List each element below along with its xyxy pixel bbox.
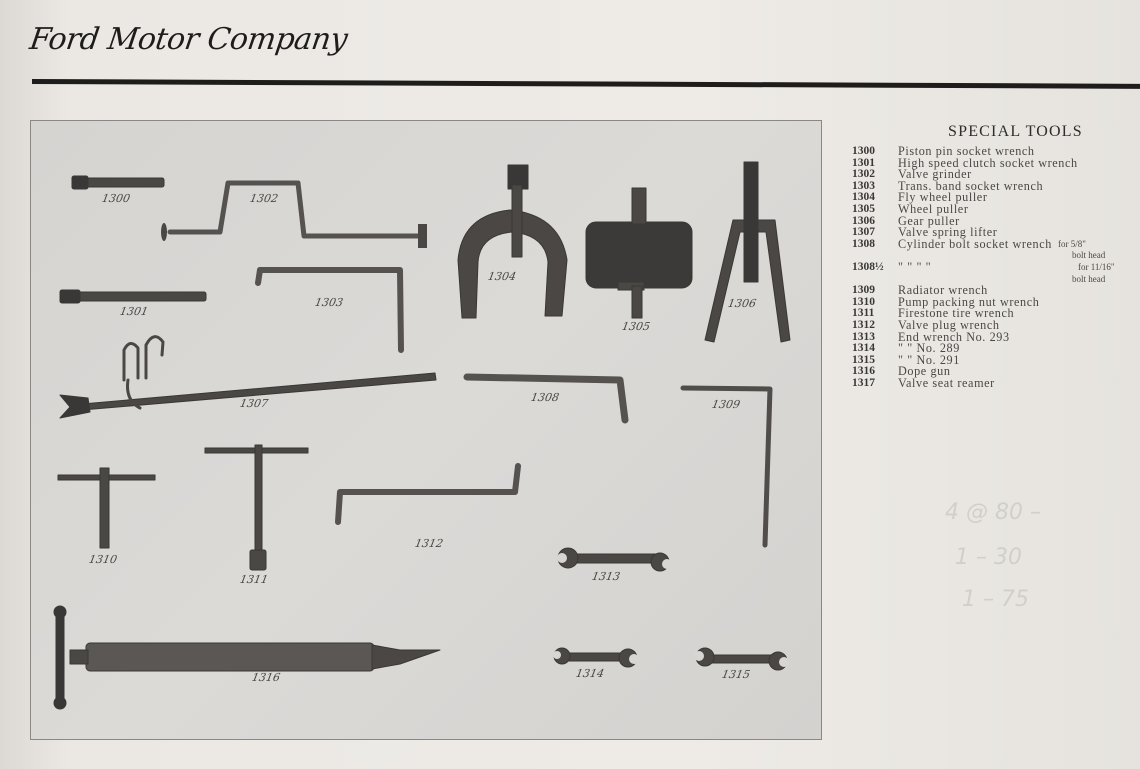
tool-1311 (204, 444, 309, 571)
photo-label-1307: 1307 (238, 397, 270, 410)
photo-label-1314: 1314 (574, 667, 606, 680)
photo-label-1304: 1304 (486, 270, 518, 283)
tool-1306 (704, 161, 791, 343)
photo-label-1310: 1310 (87, 553, 119, 566)
tool-1316 (53, 605, 441, 710)
photo-label-1313: 1313 (590, 570, 622, 583)
photo-label-1306: 1306 (726, 297, 758, 310)
photo-label-1303: 1303 (313, 296, 345, 309)
tool-1303 (255, 267, 404, 353)
tool-1315 (694, 647, 789, 671)
tool-1313 (557, 547, 672, 572)
tool-1312 (335, 463, 521, 525)
photo-label-1302: 1302 (248, 192, 280, 205)
tool-1309 (680, 385, 773, 548)
handwritten-note: 1 – 75 (962, 587, 1029, 612)
photo-label-1305: 1305 (620, 320, 652, 333)
tool-1314 (553, 647, 639, 668)
tool-1302 (161, 180, 427, 248)
photo-label-1315: 1315 (720, 668, 752, 681)
tools-photo (30, 120, 822, 740)
handwritten-note: 1 – 30 (955, 545, 1022, 570)
photo-label-1300: 1300 (100, 192, 132, 205)
list-item: 1315" " No. 291 (852, 352, 960, 367)
tool-1304 (457, 164, 568, 319)
photo-label-1309: 1309 (710, 398, 742, 411)
list-item-note: bolt head (1072, 250, 1106, 261)
list-item: 1308½" " " "for 11/16" (852, 259, 1115, 274)
section-heading: SPECIAL TOOLS (948, 123, 1083, 140)
tool-1310 (57, 467, 156, 549)
tool-1308 (463, 373, 629, 424)
tool-1301 (59, 289, 207, 304)
photo-label-1316: 1316 (250, 671, 282, 684)
list-item-note: bolt head (1072, 273, 1106, 284)
tool-1305 (585, 187, 693, 319)
handwritten-note: 4 @ 80 – (945, 500, 1041, 525)
list-item: 1314" " No. 289 (852, 341, 960, 356)
tool-1307 (59, 335, 437, 419)
photo-label-1301: 1301 (118, 305, 150, 318)
photo-label-1308: 1308 (529, 391, 561, 404)
photo-label-1311: 1311 (238, 573, 270, 586)
photo-label-1312: 1312 (413, 537, 445, 550)
tool-1300 (71, 175, 165, 190)
